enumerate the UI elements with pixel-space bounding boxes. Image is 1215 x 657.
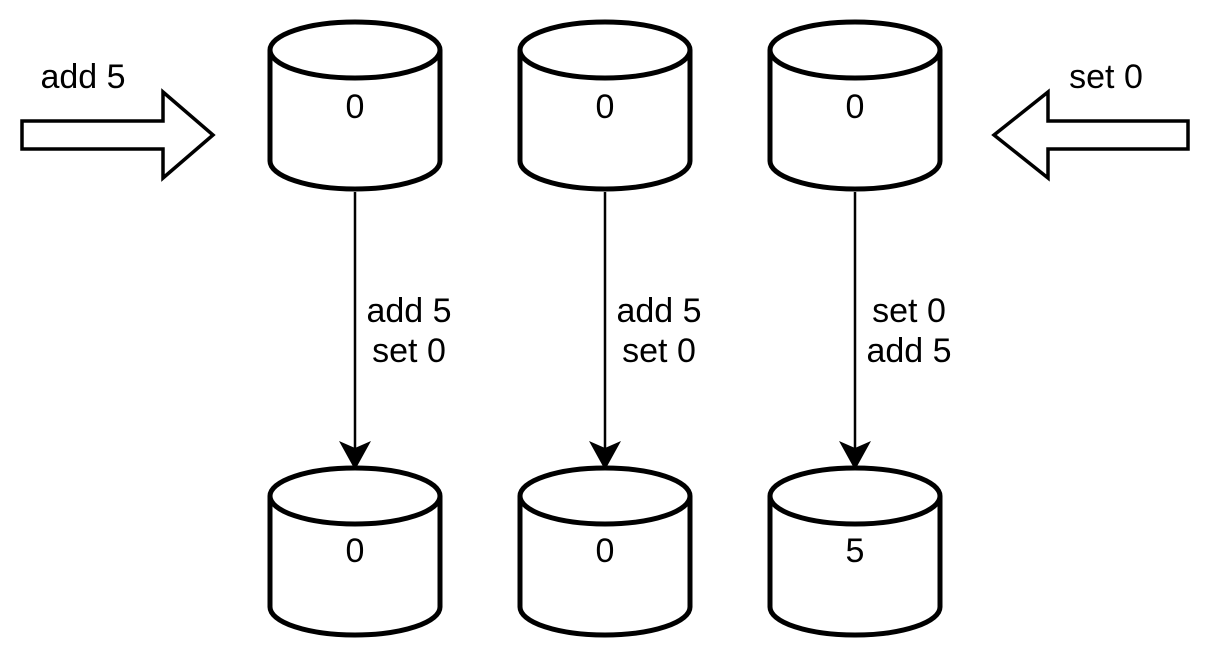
arrow-head-icon: [839, 441, 871, 470]
top-cylinder-3-value: 0: [846, 88, 865, 126]
transition-3-op-1: set 0: [872, 292, 946, 330]
cylinder-top: [767, 465, 943, 527]
cylinder-body: [767, 496, 943, 638]
top-cylinder-2: 0: [517, 19, 693, 192]
cylinder-body: [517, 50, 693, 192]
top-cylinder-2-value: 0: [596, 88, 615, 126]
cylinder-top: [517, 465, 693, 527]
bottom-cylinder-2: 0: [517, 465, 693, 638]
arrow-head-icon: [339, 441, 371, 470]
cylinder-top: [767, 19, 943, 81]
transition-arrow-3: set 0 add 5: [839, 192, 952, 470]
transition-arrow-2: add 5 set 0: [589, 192, 702, 470]
top-cylinder-3: 0: [767, 19, 943, 192]
bottom-cylinder-2-value: 0: [596, 532, 615, 570]
transition-3-op-2: add 5: [866, 332, 951, 370]
left-pointing-block-arrow-icon: [991, 88, 1190, 182]
cylinder-body: [267, 50, 443, 192]
transition-1-op-2: set 0: [372, 332, 446, 370]
cylinder-top: [267, 19, 443, 81]
bottom-cylinder-1-value: 0: [346, 532, 365, 570]
left-operation-group: add 5: [20, 58, 216, 182]
bottom-cylinder-1: 0: [267, 465, 443, 638]
left-operation-label: add 5: [40, 58, 125, 96]
cylinder-top: [267, 465, 443, 527]
bottom-cylinder-3-value: 5: [846, 532, 865, 570]
transition-arrow-1: add 5 set 0: [339, 192, 452, 470]
cylinder-top: [517, 19, 693, 81]
right-pointing-block-arrow-icon: [20, 88, 216, 182]
transition-2-op-1: add 5: [616, 292, 701, 330]
arrow-head-icon: [589, 441, 621, 470]
transition-2-op-2: set 0: [622, 332, 696, 370]
transition-1-op-1: add 5: [366, 292, 451, 330]
right-operation-group: set 0: [991, 58, 1190, 182]
right-operation-label: set 0: [1069, 58, 1143, 96]
top-cylinder-1: 0: [267, 19, 443, 192]
bottom-cylinder-3: 5: [767, 465, 943, 638]
top-cylinder-1-value: 0: [346, 88, 365, 126]
cylinder-body: [767, 50, 943, 192]
cylinder-body: [267, 496, 443, 638]
cylinder-body: [517, 496, 693, 638]
